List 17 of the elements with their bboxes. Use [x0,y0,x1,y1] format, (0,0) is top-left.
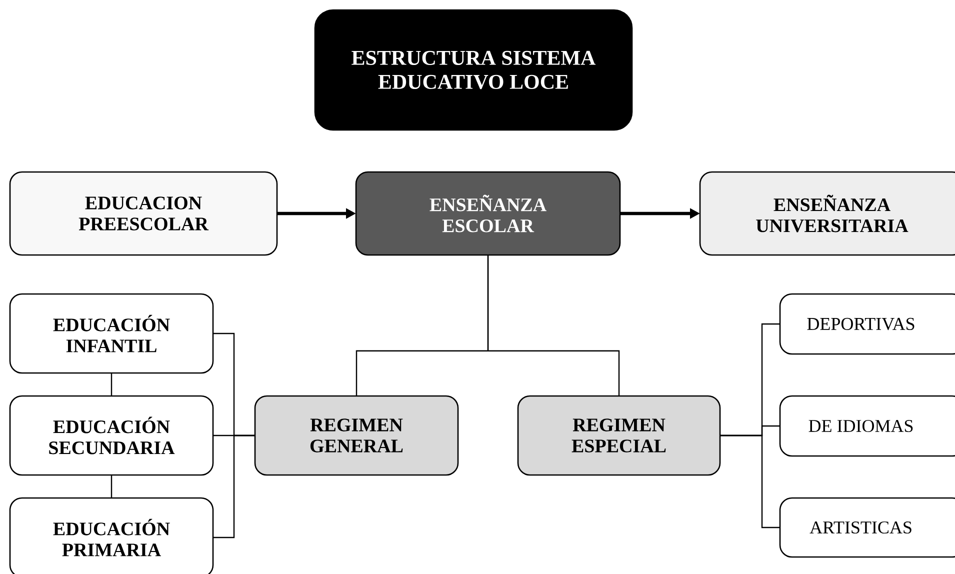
connector-line [110,475,112,498]
branch-box: DEPORTIVAS [779,293,955,355]
regime-box: REGIMEN ESPECIAL [517,395,721,476]
title-box: ESTRUCTURA SISTEMA EDUCATIVO LOCE [314,9,633,131]
branch-box: ARTISTICAS [779,497,955,558]
connector-line [213,434,255,538]
stage-box: EDUCACION PREESCOLAR [9,171,278,256]
level-box: EDUCACIÓN SECUNDARIA [9,395,214,476]
level-box: EDUCACIÓN INFANTIL [9,293,214,374]
regime-box: REGIMEN GENERAL [254,395,459,476]
connector-line [720,434,780,528]
level-box: EDUCACIÓN PRIMARIA [9,497,214,574]
stage-box: ENSEÑANZA UNIVERSITARIA [699,171,955,256]
stage-box: ENSEÑANZA ESCOLAR [355,171,621,256]
connector-line [487,255,620,396]
branch-box: DE IDIOMAS [779,395,955,457]
connector-line [110,373,112,396]
